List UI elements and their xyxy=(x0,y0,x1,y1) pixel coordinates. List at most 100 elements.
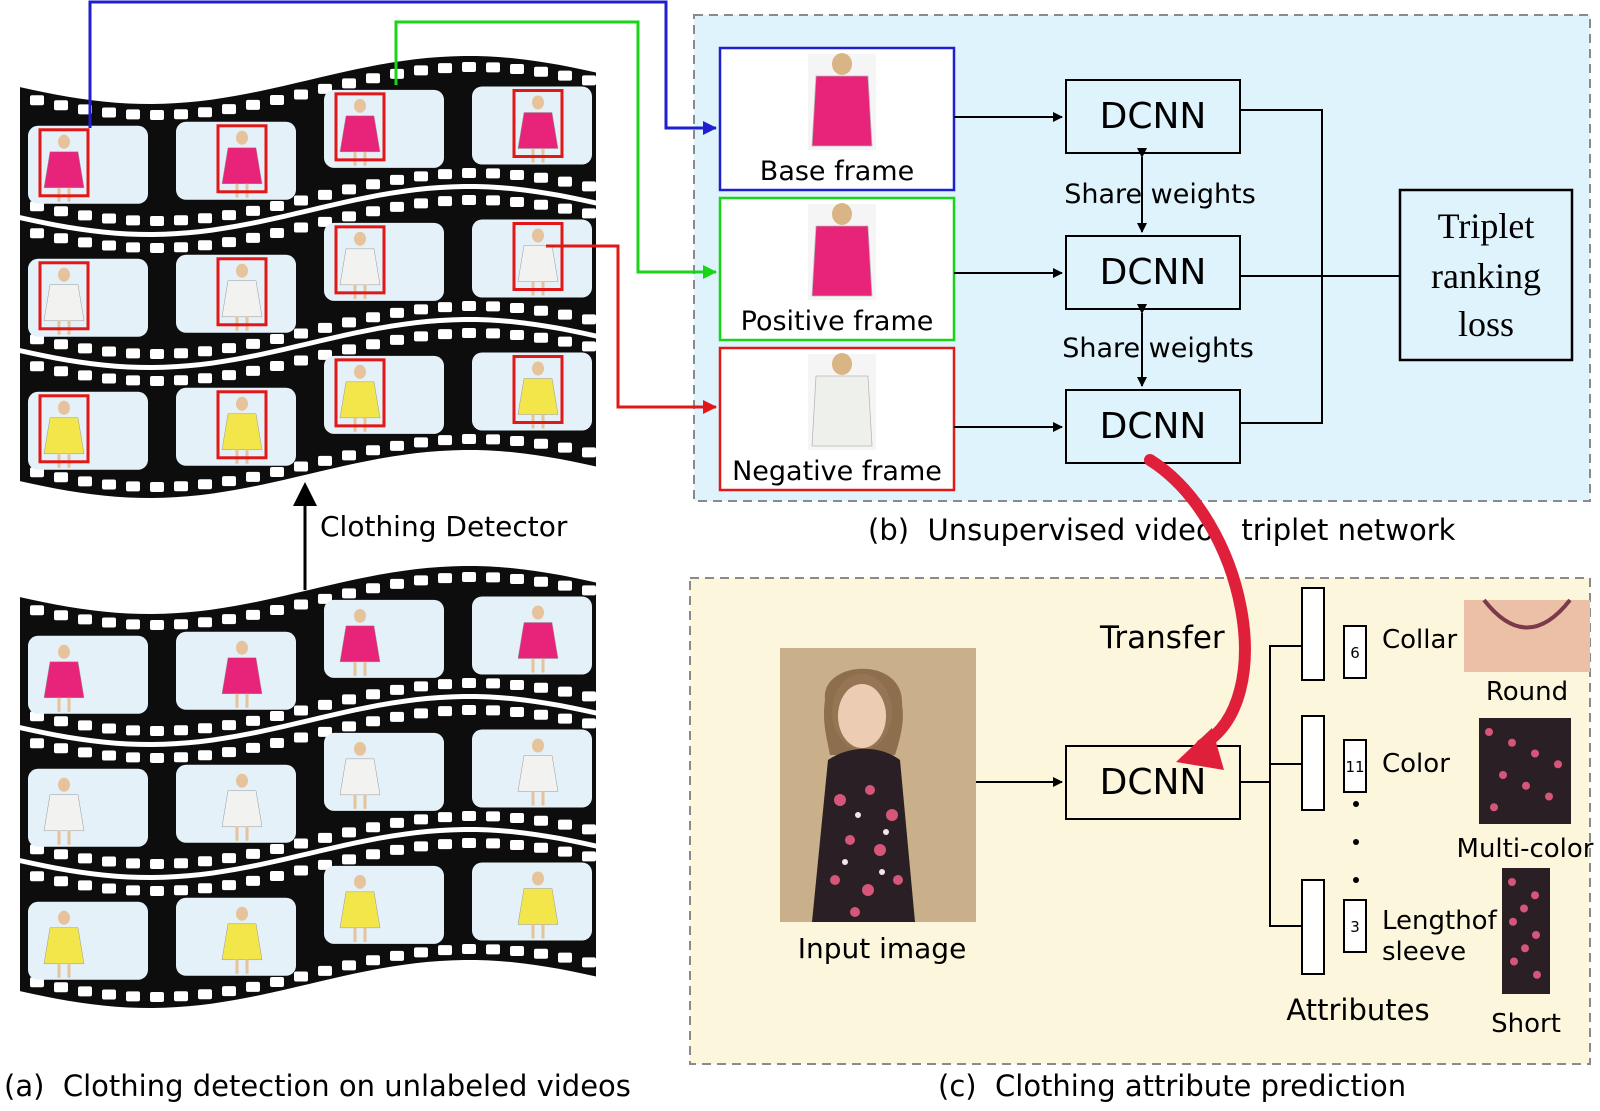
sprocket-hole xyxy=(438,679,452,690)
floral-dot xyxy=(1509,917,1517,926)
person-head xyxy=(354,608,366,623)
sprocket-hole xyxy=(486,168,500,179)
detection-box xyxy=(334,358,386,428)
sprocket-hole xyxy=(78,880,92,891)
sprocket-hole xyxy=(510,196,524,207)
sprocket-hole xyxy=(246,99,260,110)
sprocket-hole xyxy=(126,109,140,120)
sprocket-hole xyxy=(342,344,356,355)
dcnn-label-negative: DCNN xyxy=(1100,406,1207,447)
sprocket-hole xyxy=(486,301,500,312)
sprocket-hole xyxy=(126,242,140,253)
sprocket-hole xyxy=(318,726,332,737)
floral-dot xyxy=(1531,749,1539,758)
sprocket-hole xyxy=(126,885,140,896)
sprocket-hole xyxy=(582,314,596,325)
sprocket-hole xyxy=(222,747,236,758)
sprocket-hole xyxy=(198,240,212,251)
sprocket-hole xyxy=(366,312,380,323)
person-head xyxy=(532,361,544,376)
attribute-example-label-1: Multi-color xyxy=(1457,834,1594,864)
detection-box xyxy=(216,257,268,327)
sprocket-hole xyxy=(54,366,68,377)
sprocket-hole xyxy=(318,216,332,227)
sprocket-hole xyxy=(102,750,116,761)
sprocket-hole xyxy=(342,588,356,599)
film-strip xyxy=(20,566,596,742)
sprocket-hole xyxy=(78,720,92,731)
attribute-bar-2 xyxy=(1301,879,1325,975)
sprocket-hole xyxy=(558,846,572,857)
sprocket-hole xyxy=(54,233,68,244)
sprocket-hole xyxy=(30,844,44,855)
triplet-frame-label-0: Base frame xyxy=(760,156,914,187)
sprocket-hole xyxy=(174,725,188,736)
sprocket-hole xyxy=(318,832,332,843)
sprocket-hole xyxy=(414,841,428,852)
sprocket-hole xyxy=(126,725,140,736)
sprocket-hole xyxy=(534,842,548,853)
dcnn-label-positive: DCNN xyxy=(1100,252,1207,293)
sprocket-hole xyxy=(510,573,524,584)
sprocket-hole xyxy=(30,977,44,988)
sprocket-hole xyxy=(54,206,68,217)
sprocket-hole xyxy=(78,614,92,625)
sprocket-hole xyxy=(534,332,548,343)
sprocket-hole xyxy=(510,812,524,823)
floral-dot xyxy=(1485,728,1493,736)
sprocket-hole xyxy=(342,854,356,865)
attribute-example-label-2: Short xyxy=(1491,1009,1561,1039)
sprocket-hole xyxy=(198,617,212,628)
person-dress xyxy=(339,381,381,419)
sprocket-hole xyxy=(342,827,356,838)
sprocket-hole xyxy=(246,232,260,243)
sprocket-hole xyxy=(198,213,212,224)
sprocket-hole xyxy=(102,989,116,1000)
sprocket-hole xyxy=(462,301,476,312)
sprocket-hole xyxy=(438,573,452,584)
person-head xyxy=(58,134,70,149)
sprocket-hole xyxy=(582,447,596,458)
sprocket-hole xyxy=(294,195,308,206)
frame-dress xyxy=(811,375,873,447)
sprocket-hole xyxy=(414,437,428,448)
transfer-arrowhead xyxy=(1176,728,1224,770)
frame-dress xyxy=(811,225,873,297)
person-dress xyxy=(221,657,263,695)
sprocket-hole xyxy=(318,859,332,870)
person-dress xyxy=(339,248,381,286)
person-head xyxy=(236,906,248,921)
sprocket-hole xyxy=(414,198,428,209)
film-frame xyxy=(28,901,148,980)
sprocket-hole xyxy=(582,208,596,219)
person-head xyxy=(354,364,366,379)
attribute-output-box-0 xyxy=(1343,625,1367,679)
sprocket-hole xyxy=(462,944,476,955)
person-dress xyxy=(43,927,85,965)
panel-a-caption: (a) Clothing detection on unlabeled vide… xyxy=(4,1069,631,1103)
floral-dot xyxy=(1532,931,1540,939)
person-dress xyxy=(517,112,559,149)
sprocket-hole xyxy=(150,752,164,763)
person-dress xyxy=(43,417,85,455)
sprocket-hole xyxy=(30,467,44,478)
sprocket-hole xyxy=(366,583,380,594)
transfer-arrow xyxy=(1144,454,1251,751)
frame-person-head xyxy=(832,203,852,225)
sprocket-hole xyxy=(582,824,596,835)
sprocket-hole xyxy=(294,599,308,610)
sprocket-hole xyxy=(462,168,476,179)
sprocket-hole xyxy=(486,62,500,73)
sprocket-hole xyxy=(366,73,380,84)
person-head xyxy=(58,910,70,925)
sprocket-hole xyxy=(246,742,260,753)
sprocket-hole xyxy=(150,885,164,896)
sprocket-hole xyxy=(222,720,236,731)
person-dress xyxy=(221,280,263,318)
floral-dot xyxy=(1490,803,1498,812)
sprocket-hole xyxy=(78,370,92,381)
detection-box xyxy=(216,390,268,460)
sprocket-hole xyxy=(510,169,524,180)
person-head xyxy=(532,228,544,243)
sprocket-hole xyxy=(510,302,524,313)
